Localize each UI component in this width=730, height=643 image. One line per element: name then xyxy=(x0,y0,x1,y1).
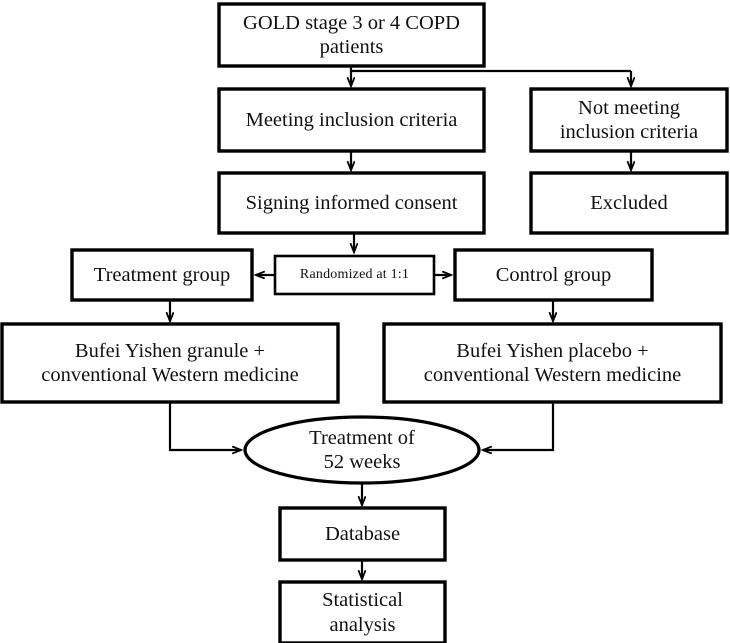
node-box-gold xyxy=(217,2,486,68)
node-box-notmeeting xyxy=(529,87,729,153)
node-box-consent xyxy=(217,171,486,235)
edge-placebo-to-treatment52 xyxy=(483,402,555,450)
node-ellipse-treatment52 xyxy=(243,415,481,485)
node-box-meeting xyxy=(217,87,486,153)
node-box-granule xyxy=(0,322,340,404)
node-box-excluded xyxy=(529,171,729,235)
node-box-treatgroup xyxy=(70,248,254,302)
node-box-statistical xyxy=(278,580,447,643)
node-box-placebo xyxy=(382,322,723,404)
node-box-database xyxy=(278,506,447,562)
node-box-randomized xyxy=(273,254,436,296)
edge-granule-to-treatment52 xyxy=(168,402,241,450)
node-box-controlgroup xyxy=(453,248,654,302)
